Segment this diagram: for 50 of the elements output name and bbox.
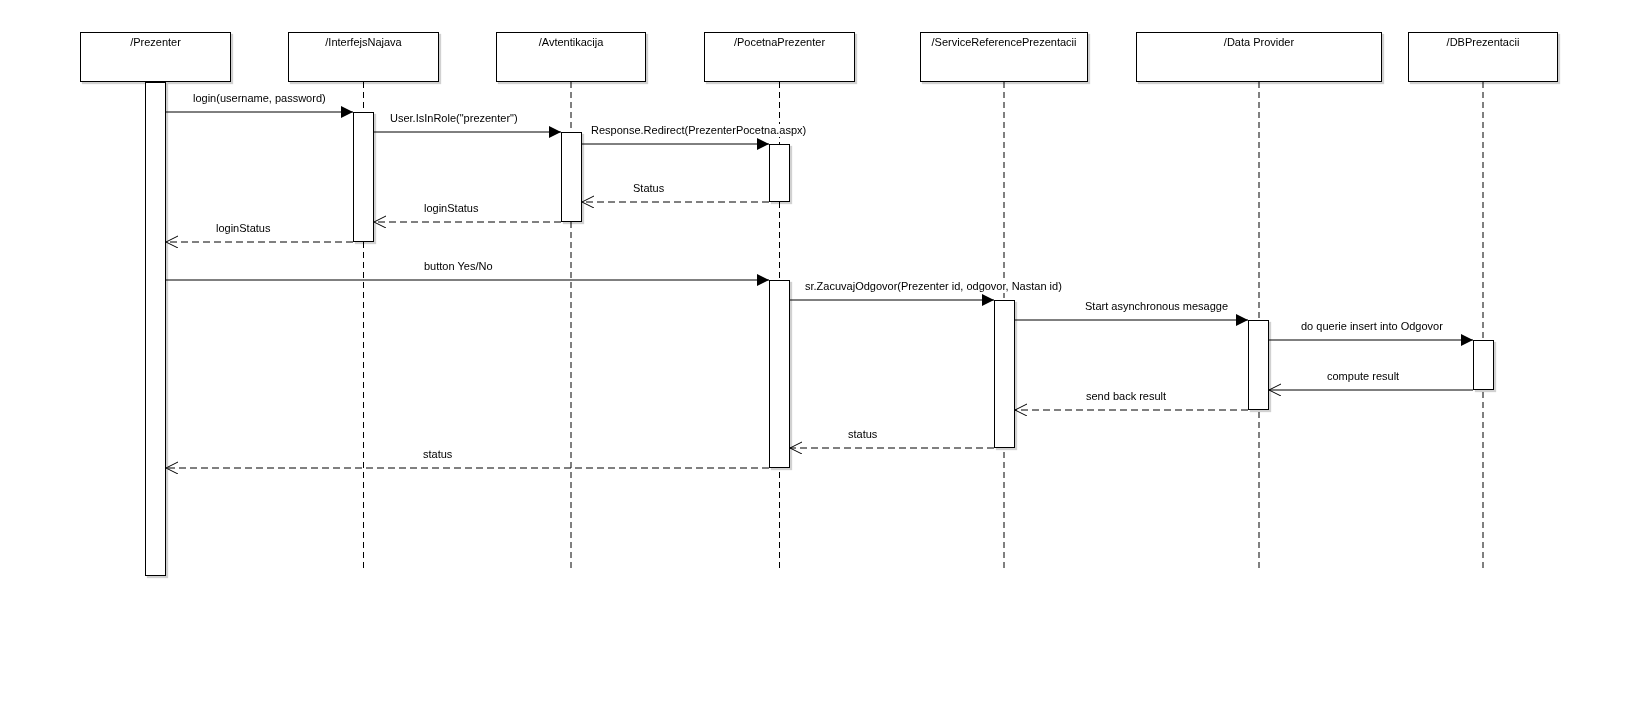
message-label: Start asynchronous mesagge (1084, 300, 1230, 313)
return-message-arrow (1014, 403, 1249, 417)
lifeline-name: /DBPrezentacii (1446, 36, 1520, 49)
lifeline-header (496, 32, 646, 82)
lifeline-header (920, 32, 1088, 82)
return-message-arrow (373, 215, 562, 229)
lifeline-name: /InterfejsNajava (325, 36, 402, 49)
lifeline-header (1408, 32, 1558, 82)
return-message-arrow (789, 441, 995, 455)
message-arrow (165, 274, 770, 286)
message-label: do querie insert into Odgovor (1300, 320, 1444, 333)
message-arrow (165, 106, 354, 118)
activation-bar (1473, 340, 1494, 390)
message-label: button Yes/No (423, 260, 494, 273)
activation-bar (561, 132, 582, 222)
message-arrow (1268, 334, 1474, 346)
message-arrow (581, 138, 770, 150)
lifeline-header (1136, 32, 1382, 82)
message-label: loginStatus (215, 222, 272, 235)
activation-bar (145, 82, 166, 576)
activation-bar (353, 112, 374, 242)
lifeline-header (288, 32, 439, 82)
activation-bar (769, 280, 790, 468)
lifeline-header (704, 32, 855, 82)
message-label: Status (632, 182, 666, 195)
message-label: status (422, 448, 454, 461)
message-label: sr.ZacuvajOdgovor(Prezenter id, odgovor, Nastan id) (804, 280, 1063, 293)
message-label: User.IsInRole("prezenter") (389, 112, 519, 125)
message-label: compute result (1326, 370, 1401, 383)
activation-bar (769, 144, 790, 202)
activation-bar (994, 300, 1015, 448)
lifeline-name: /PocetnaPrezenter (733, 36, 826, 49)
lifeline-name: /Data Provider (1223, 36, 1295, 49)
lifeline-header (80, 32, 231, 82)
message-label: login(username, password) (192, 92, 327, 105)
return-message-arrow (165, 235, 354, 249)
message-arrow (373, 126, 562, 138)
return-message-arrow (581, 195, 770, 209)
message-label: Response.Redirect(PrezenterPocetna.aspx) (590, 124, 808, 137)
message-arrow (1268, 383, 1474, 397)
message-label: send back result (1085, 390, 1168, 403)
message-label: status (847, 428, 879, 441)
activation-bar (1248, 320, 1269, 410)
lifeline-name: /Avtentikacija (538, 36, 604, 49)
return-message-arrow (165, 461, 770, 475)
message-arrow (789, 294, 995, 306)
message-arrow (1014, 314, 1249, 326)
message-label: loginStatus (423, 202, 480, 215)
lifeline-name: /ServiceReferencePrezentacii (931, 36, 1077, 49)
lifeline-name: /Prezenter (130, 36, 181, 49)
